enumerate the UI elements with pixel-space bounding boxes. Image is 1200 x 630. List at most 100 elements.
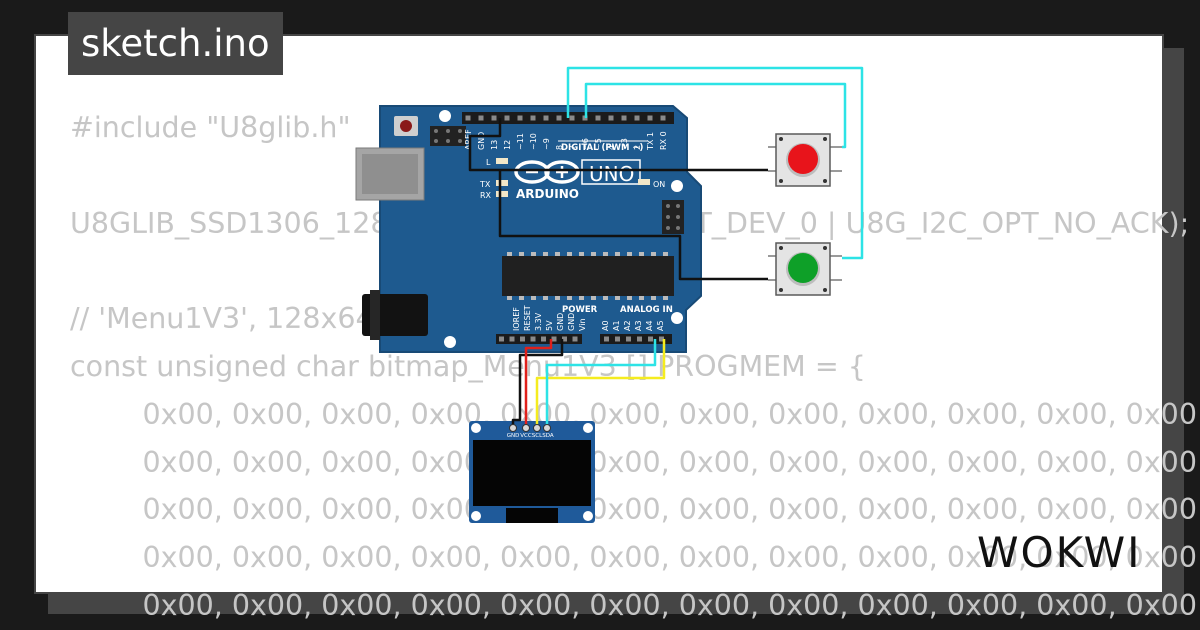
wire-black-gnd-red-button: [468, 118, 768, 172]
digital-pin-hole[interactable]: [478, 115, 484, 121]
digital-pin-hole[interactable]: [634, 115, 640, 121]
led-on-label: ON: [653, 180, 665, 189]
digital-pin-hole[interactable]: [465, 115, 471, 121]
digital-pin-label: ~10: [529, 133, 538, 150]
mounting-hole: [671, 312, 683, 324]
oled-pin-label: SDA: [542, 433, 554, 439]
pushbutton-green[interactable]: [768, 242, 842, 296]
analog-pin-label: A3: [634, 320, 643, 331]
wires: [468, 66, 864, 427]
analog-pin-hole[interactable]: [659, 336, 664, 342]
pushbutton-red[interactable]: [768, 133, 842, 187]
power-pin-label: GND: [556, 313, 565, 331]
wire-cyan-a4-oled-sda: [545, 339, 657, 427]
mounting-hole: [444, 336, 456, 348]
digital-header-label: DIGITAL (PWM ~): [561, 143, 643, 153]
wokwi-logo: WOKWI: [977, 528, 1140, 577]
power-pin-label: GND: [567, 313, 576, 331]
power-pin-hole[interactable]: [551, 336, 557, 342]
analog-pin-hole[interactable]: [626, 336, 631, 342]
digital-pin-label: 2: [633, 145, 642, 150]
analog-pin-hole[interactable]: [648, 336, 653, 342]
power-pin-hole[interactable]: [499, 336, 504, 342]
analog-pin-hole[interactable]: [615, 336, 620, 342]
led-rx-label: RX: [480, 191, 492, 200]
microcontroller-chip: [502, 252, 674, 300]
power-pin-hole[interactable]: [530, 336, 536, 342]
wire-yellow-a5-oled-scl: [535, 339, 666, 427]
wire-red-5v-oled: [524, 339, 553, 427]
power-pin-label: Vin: [578, 318, 587, 331]
digital-pin-hole[interactable]: [621, 115, 627, 121]
digital-pin-hole[interactable]: [556, 115, 562, 121]
button-cap-red[interactable]: [788, 144, 818, 174]
led-on: [638, 179, 650, 185]
digital-pin-label: 12: [503, 140, 512, 150]
board-brand: ARDUINO: [516, 187, 579, 201]
digital-pin-hole[interactable]: [504, 115, 510, 121]
code-line: 0x00, 0x00, 0x00, 0x00, 0x00, 0x00, 0x00…: [70, 588, 1197, 622]
analog-header-label: ANALOG IN: [620, 305, 673, 315]
digital-pin-hole[interactable]: [491, 115, 497, 121]
digital-pin-label: 4: [607, 145, 616, 150]
oled-screen: [473, 440, 591, 506]
analog-pin-label: A4: [645, 320, 654, 331]
digital-pin-hole[interactable]: [530, 115, 536, 121]
power-pin-hole[interactable]: [572, 336, 578, 342]
code-line: 0x00, 0x00, 0x00, 0x00, 0x00, 0x00, 0x00…: [70, 541, 1197, 575]
code-listing: #include "U8glib.h" U8GLIB_SSD1306_128X6…: [70, 104, 1197, 630]
digital-pin-hole[interactable]: [608, 115, 614, 121]
analog-pin-hole[interactable]: [637, 336, 642, 342]
code-line: 0x00, 0x00, 0x00, 0x00, 0x00, 0x00, 0x00…: [70, 493, 1197, 527]
power-pin-hole[interactable]: [509, 336, 515, 342]
wire-cyan-pin8-green-button: [566, 66, 864, 260]
digital-pin-hole[interactable]: [543, 115, 549, 121]
digital-pin-hole[interactable]: [660, 115, 666, 121]
power-pin-label: IOREF: [512, 307, 521, 331]
power-pin-label: RESET: [523, 305, 532, 331]
digital-pin-label: ~3: [620, 138, 629, 150]
oled-pin-label: SCL: [532, 433, 543, 439]
digital-pin-label: ~6: [581, 138, 590, 150]
digital-pin-hole[interactable]: [595, 115, 601, 121]
digital-pin-label: AREF: [464, 129, 473, 150]
digital-pin-label: 8: [555, 145, 564, 150]
icsp-header-2: [662, 200, 684, 234]
power-pin-hole[interactable]: [520, 336, 525, 342]
code-line: #include "U8glib.h": [70, 111, 351, 144]
oled-pin-label: VCC: [520, 433, 532, 439]
digital-pin-hole[interactable]: [647, 115, 653, 121]
wire-cyan-pin7-red-button: [584, 82, 847, 149]
analog-pin-label: A5: [656, 320, 665, 331]
digital-pin-label: 13: [490, 140, 499, 150]
analog-pin-hole[interactable]: [604, 336, 609, 342]
mounting-hole: [671, 180, 683, 192]
button-cap-green[interactable]: [788, 253, 818, 283]
power-pin-label: 5V: [545, 320, 554, 331]
digital-pin-label: ~11: [516, 133, 525, 150]
led-tx: [496, 180, 508, 186]
power-pin-hole[interactable]: [541, 336, 546, 342]
board-model: UNO: [589, 162, 634, 186]
oled-pin-sockets: [509, 424, 551, 432]
digital-pin-hole[interactable]: [569, 115, 575, 121]
digital-pin-label: TX 1: [646, 132, 655, 151]
power-pin-hole[interactable]: [562, 336, 567, 342]
led-l-label: L: [486, 158, 491, 167]
analog-pin-header: [600, 334, 672, 344]
power-pin-label: 3.3V: [534, 312, 543, 331]
sketch-filename: sketch.ino: [68, 12, 283, 75]
led-rx: [496, 191, 508, 197]
digital-pin-hole[interactable]: [517, 115, 523, 121]
code-line: 0x00, 0x00, 0x00, 0x00, 0x00, 0x00, 0x00…: [70, 397, 1197, 431]
digital-pin-label: ~5: [594, 138, 603, 150]
code-line: const unsigned char bitmap_Menu1V3 [] PR…: [70, 349, 866, 383]
arduino-logo: [514, 160, 580, 184]
digital-pin-label: 7: [568, 145, 577, 150]
wire-black-gnd-oled: [511, 339, 564, 427]
